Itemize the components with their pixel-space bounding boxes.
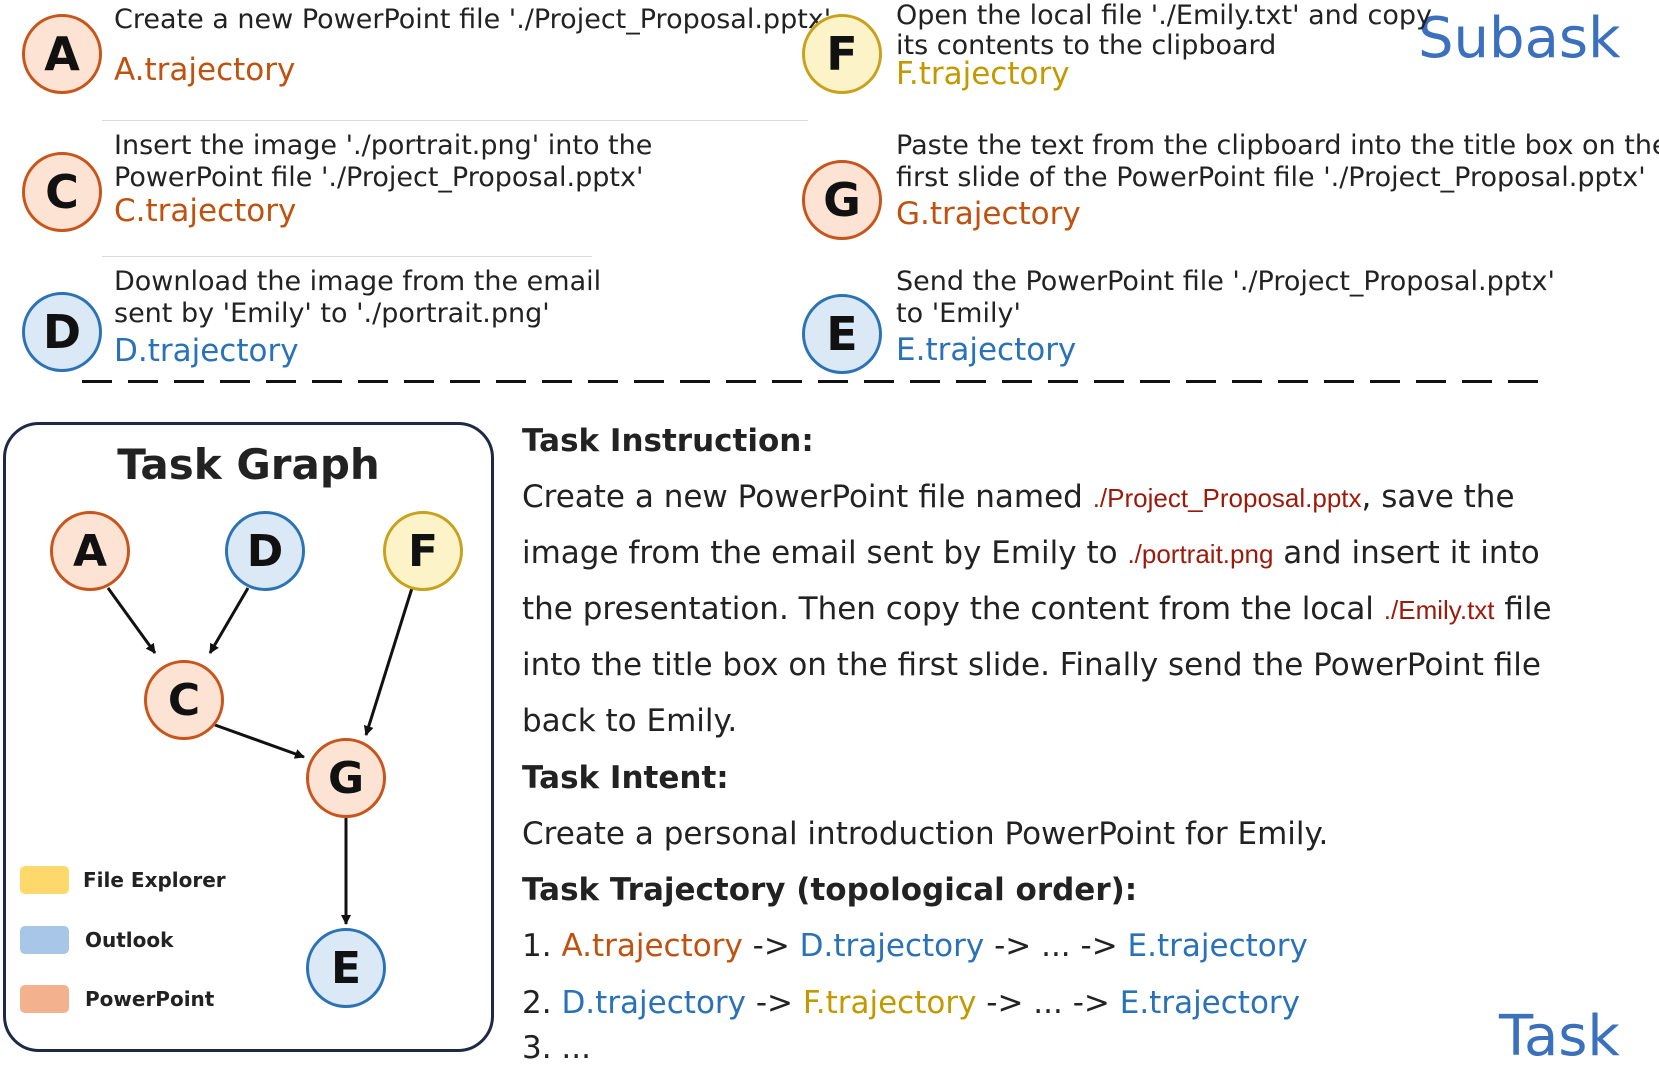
trajectory-step: F.trajectory <box>802 985 977 1021</box>
task-graph-title: Task Graph <box>117 440 380 489</box>
legend-label-outlook: Outlook <box>85 928 174 952</box>
subtask-g-text-line-1: Paste the text from the clipboard into t… <box>896 130 1659 161</box>
file-path-txt: ./Emily.txt <box>1383 595 1495 625</box>
subtask-a-text-line-1: Create a new PowerPoint file './Project_… <box>114 4 832 35</box>
trajectory-separator: -> ... -> <box>976 985 1120 1021</box>
subtask-e-text-line-1: Send the PowerPoint file './Project_Prop… <box>896 266 1555 297</box>
subtask-c-node: C <box>22 152 102 232</box>
subtask-e-trajectory: E.trajectory <box>896 332 1077 368</box>
instruction-text: file <box>1494 591 1552 627</box>
graph-node-g: G <box>306 738 386 818</box>
instruction-text: , save the <box>1361 479 1515 515</box>
subtask-f-node: F <box>802 14 882 94</box>
trajectory-step: D.trajectory <box>799 928 985 964</box>
trajectory-number: 1. <box>522 928 562 964</box>
subtask-c-text-line-2: PowerPoint file './Project_Proposal.pptx… <box>114 162 644 193</box>
graph-node-f: F <box>383 511 463 591</box>
subtask-d-text-line-1: Download the image from the email <box>114 266 602 297</box>
task-trajectory-1: 1. A.trajectory -> D.trajectory -> ... -… <box>522 928 1308 964</box>
graph-node-d: D <box>225 511 305 591</box>
task-intent-heading: Task Intent: <box>522 760 729 796</box>
file-path-pptx: ./Project_Proposal.pptx <box>1092 483 1362 513</box>
subtask-d-trajectory: D.trajectory <box>114 333 299 369</box>
subtask-d-text-line-2: sent by 'Emily' to './portrait.png' <box>114 298 550 329</box>
trajectory-step: E.trajectory <box>1127 928 1308 964</box>
subtask-c-text-line-1: Insert the image './portrait.png' into t… <box>114 130 653 161</box>
instruction-text: the presentation. Then copy the content … <box>522 591 1384 627</box>
task-graph-edges <box>106 587 414 925</box>
task-trajectory-2: 2. D.trajectory -> F.trajectory -> ... -… <box>522 985 1300 1021</box>
subtask-e-text-line-2: to 'Emily' <box>896 298 1021 329</box>
trajectory-number: 2. <box>522 985 562 1021</box>
subtask-c-trajectory: C.trajectory <box>114 193 297 229</box>
trajectory-step: E.trajectory <box>1119 985 1301 1021</box>
subtask-g-node: G <box>802 160 882 240</box>
file-path-png: ./portrait.png <box>1127 539 1274 569</box>
graph-node-a: A <box>50 511 130 591</box>
task-instruction-line-3: the presentation. Then copy the content … <box>522 591 1552 627</box>
task-instruction-line-4: into the title box on the first slide. F… <box>522 647 1541 683</box>
graph-node-c: C <box>144 660 224 740</box>
edge-d-to-c <box>208 587 250 654</box>
trajectory-step: A.trajectory <box>561 928 743 964</box>
task-intent-text: Create a personal introduction PowerPoin… <box>522 816 1329 852</box>
subtask-f-trajectory: F.trajectory <box>896 56 1070 92</box>
task-graph-panel <box>3 422 494 1052</box>
task-trajectory-heading: Task Trajectory (topological order): <box>522 872 1138 908</box>
subtask-divider <box>102 120 808 121</box>
instruction-text: and insert it into <box>1273 535 1540 571</box>
subtask-divider <box>102 256 592 257</box>
task-instruction-heading: Task Instruction: <box>522 423 814 459</box>
subtask-e-node: E <box>802 294 882 374</box>
subtask-g-trajectory: G.trajectory <box>896 196 1081 232</box>
trajectory-step: D.trajectory <box>561 985 746 1021</box>
task-section-label: Task <box>1499 1004 1620 1069</box>
edge-f-to-g <box>363 587 414 736</box>
legend-swatch-powerpoint <box>20 985 69 1013</box>
task-instruction-line-5: back to Emily. <box>522 703 738 739</box>
edge-c-to-g <box>214 723 305 759</box>
task-trajectory-3: 3. ... <box>522 1030 591 1066</box>
instruction-text: image from the email sent by Emily to <box>522 535 1128 571</box>
trajectory-separator: -> <box>742 928 800 964</box>
legend-swatch-file-explorer <box>20 866 69 894</box>
task-instruction-line-1: Create a new PowerPoint file named ./Pro… <box>522 479 1515 515</box>
task-instruction-line-2: image from the email sent by Emily to ./… <box>522 535 1540 571</box>
graph-node-e: E <box>306 928 386 1008</box>
subtask-f-text-line-2: its contents to the clipboard <box>896 30 1277 61</box>
edge-a-to-c <box>106 587 157 654</box>
legend-swatch-outlook <box>20 926 69 954</box>
subtask-g-text-line-2: first slide of the PowerPoint file './Pr… <box>896 162 1646 193</box>
instruction-text: Create a new PowerPoint file named <box>522 479 1093 515</box>
subtask-section-label: Subask <box>1418 6 1621 71</box>
trajectory-separator: -> ... -> <box>984 928 1128 964</box>
legend-label-file-explorer: File Explorer <box>83 868 226 892</box>
trajectory-separator: -> <box>746 985 803 1021</box>
subtask-d-node: D <box>22 292 102 372</box>
section-divider-dashed <box>82 380 1550 383</box>
subtask-a-node: A <box>22 14 102 94</box>
subtask-f-text-line-1: Open the local file './Emily.txt' and co… <box>896 0 1432 31</box>
subtask-a-trajectory: A.trajectory <box>114 52 296 88</box>
legend-label-powerpoint: PowerPoint <box>85 987 215 1011</box>
